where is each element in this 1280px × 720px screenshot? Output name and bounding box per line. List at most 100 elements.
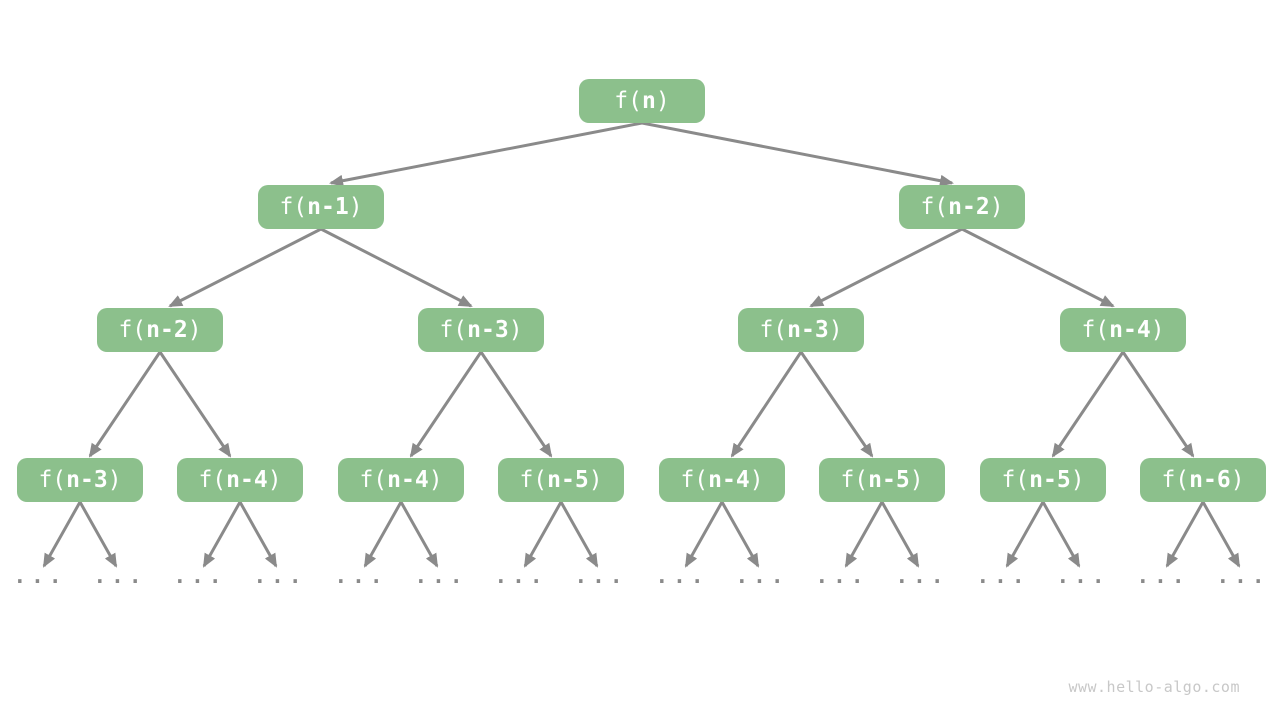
ellipsis-node: ... (173, 563, 227, 588)
tree-edge (1201, 501, 1241, 568)
tree-node: f(n-3) (738, 308, 864, 352)
ellipsis-node: ... (574, 563, 628, 588)
tree-node: f(n-4) (659, 458, 785, 502)
ellipsis-node: ... (494, 563, 548, 588)
node-label: n (641, 88, 656, 114)
node-label: f( (198, 467, 227, 493)
tree-edge (399, 501, 439, 568)
tree-node: f(n) (579, 79, 705, 123)
tree-node: f(n-3) (418, 308, 544, 352)
tree-node: f(n-3) (17, 458, 143, 502)
ellipsis-node: ... (976, 563, 1030, 588)
node-label: ) (187, 317, 202, 343)
node-label: n-4 (387, 467, 429, 493)
node-label: f( (759, 317, 788, 343)
tree-edge (238, 501, 278, 568)
ellipsis-node: ... (1216, 563, 1270, 588)
node-label: n-4 (1109, 317, 1151, 343)
node-label: ) (267, 467, 282, 493)
node-label: ) (508, 317, 523, 343)
tree-node: f(n-2) (899, 185, 1025, 229)
node-label: ) (1150, 317, 1165, 343)
tree-node: f(n-4) (177, 458, 303, 502)
tree-edge (1041, 501, 1081, 568)
tree-edge (641, 121, 954, 187)
node-label: f( (920, 194, 949, 220)
node-label: f( (1161, 467, 1190, 493)
ellipsis-node: ... (334, 563, 388, 588)
ellipsis-node: ... (1056, 563, 1110, 588)
node-label: f( (1001, 467, 1030, 493)
node-label: n-2 (948, 194, 990, 220)
tree-edge (88, 351, 162, 458)
tree-edge (844, 501, 884, 568)
node-label: f( (439, 317, 468, 343)
node-label: ) (348, 194, 363, 220)
tree-edge (961, 227, 1115, 308)
tree-node: f(n-4) (1060, 308, 1186, 352)
tree-edge (684, 501, 724, 568)
tree-edge (78, 501, 118, 568)
tree-edge (523, 501, 563, 568)
node-label: f( (840, 467, 869, 493)
node-label: ) (909, 467, 924, 493)
node-label: f( (118, 317, 147, 343)
tree-node: f(n-2) (97, 308, 223, 352)
tree-edge (202, 501, 242, 568)
node-label: f( (1081, 317, 1110, 343)
node-label: f( (614, 88, 642, 114)
node-label: f( (38, 467, 67, 493)
tree-edge (42, 501, 82, 568)
tree-node: f(n-5) (980, 458, 1106, 502)
node-label: n-5 (547, 467, 589, 493)
tree-edge (168, 227, 322, 308)
ellipsis-node: ... (815, 563, 869, 588)
node-label: n-4 (226, 467, 268, 493)
node-label: n-1 (307, 194, 349, 220)
tree-edge (363, 501, 403, 568)
node-label: f( (680, 467, 709, 493)
ellipsis-node: ... (1136, 563, 1190, 588)
ellipsis-node: ... (253, 563, 307, 588)
node-label: f( (279, 194, 308, 220)
tree-edge (880, 501, 920, 568)
ellipsis-node: ... (735, 563, 789, 588)
node-label: ) (828, 317, 843, 343)
ellipsis-node: ... (414, 563, 468, 588)
ellipsis-node: ... (13, 563, 67, 588)
ellipsis-node: ... (655, 563, 709, 588)
tree-edge (1005, 501, 1045, 568)
tree-node: f(n-4) (338, 458, 464, 502)
node-label: n-4 (708, 467, 750, 493)
tree-edge (730, 351, 803, 458)
node-label: ) (428, 467, 443, 493)
node-label: n-5 (1029, 467, 1071, 493)
tree-edge (809, 227, 963, 308)
ellipsis-node: ... (895, 563, 949, 588)
node-label: ) (107, 467, 122, 493)
node-label: n-3 (787, 317, 829, 343)
node-label: n-5 (868, 467, 910, 493)
ellipsis-node: ... (93, 563, 147, 588)
node-label: n-2 (146, 317, 188, 343)
tree-node: f(n-1) (258, 185, 384, 229)
tree-edge (409, 351, 483, 458)
tree-node: f(n-6) (1140, 458, 1266, 502)
tree-node: f(n-5) (498, 458, 624, 502)
node-label: f( (359, 467, 388, 493)
tree-node: f(n-5) (819, 458, 945, 502)
tree-edge (479, 351, 553, 458)
tree-edge (1051, 351, 1125, 458)
tree-edge (559, 501, 599, 568)
tree-edge (1165, 501, 1205, 568)
tree-edge (320, 227, 473, 308)
node-label: f( (519, 467, 548, 493)
tree-edge (799, 351, 874, 458)
tree-edge (158, 351, 232, 458)
node-label: n-3 (66, 467, 108, 493)
node-label: n-3 (467, 317, 509, 343)
node-label: ) (989, 194, 1004, 220)
node-label: n-6 (1189, 467, 1231, 493)
node-label: ) (588, 467, 603, 493)
